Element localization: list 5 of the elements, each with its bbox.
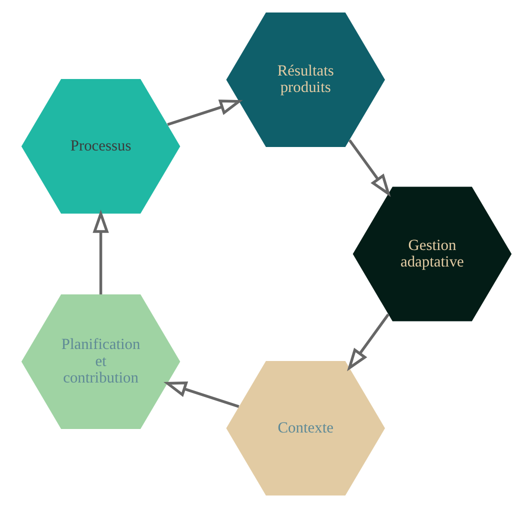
arrow: [92, 210, 108, 294]
arrow: [163, 382, 239, 408]
arrow: [348, 139, 390, 198]
arrow: [346, 314, 389, 372]
arrow: [166, 100, 242, 126]
